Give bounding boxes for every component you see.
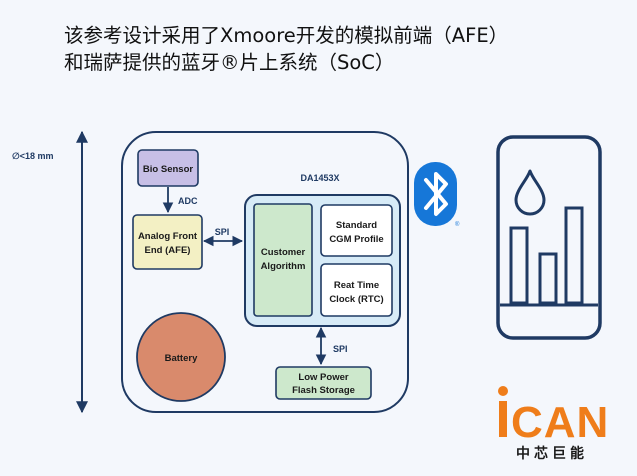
battery-label: Battery bbox=[165, 353, 198, 364]
afe-label-line-1: Analog Front bbox=[138, 231, 198, 242]
svg-text:CAN: CAN bbox=[511, 398, 609, 447]
flash-label-line-2: Flash Storage bbox=[292, 385, 355, 396]
customer-label-line-1: Customer bbox=[261, 247, 306, 258]
logo-tagline: 中芯巨能 bbox=[516, 445, 588, 462]
page-title: 该参考设计采用了Xmoore开发的模拟前端（AFE） 和瑞萨提供的蓝牙®片上系统… bbox=[64, 22, 634, 76]
flash-label-line-1: Low Power bbox=[298, 372, 348, 383]
phone-icon bbox=[496, 135, 602, 340]
glucose-drop-icon bbox=[514, 169, 546, 216]
flash-storage-block: Low Power Flash Storage bbox=[275, 366, 372, 400]
title-line-1: 该参考设计采用了Xmoore开发的模拟前端（AFE） bbox=[64, 24, 509, 47]
bio-sensor-block: Bio Sensor bbox=[137, 149, 199, 187]
afe-label-line-2: End (AFE) bbox=[145, 245, 191, 256]
customer-algorithm-block: Customer Algorithm bbox=[253, 203, 313, 317]
cgm-label-line-1: Standard bbox=[336, 220, 377, 231]
rtc-label-line-2: Clock (RTC) bbox=[329, 294, 383, 305]
battery-block: Battery bbox=[136, 312, 226, 402]
bar-chart-icon bbox=[509, 206, 584, 305]
title-line-2: 和瑞萨提供的蓝牙®片上系统（SoC） bbox=[64, 51, 395, 74]
bluetooth-icon: ® bbox=[414, 162, 460, 228]
size-label: ∅<18 mm bbox=[12, 151, 53, 161]
bio-sensor-label: Bio Sensor bbox=[143, 164, 193, 175]
cgm-label-line-2: CGM Profile bbox=[329, 234, 383, 245]
adc-label: ADC bbox=[178, 196, 198, 206]
afe-block: Analog Front End (AFE) bbox=[132, 214, 203, 270]
soc-name: DA1453X bbox=[300, 173, 339, 183]
rtc-block: Reat Time Clock (RTC) bbox=[320, 263, 393, 317]
ican-logo: CAN 中芯巨能 bbox=[492, 384, 622, 464]
device-outline bbox=[121, 131, 409, 413]
spi-label-2: SPI bbox=[333, 344, 348, 354]
cgm-profile-block: Standard CGM Profile bbox=[320, 204, 393, 257]
rtc-label-line-1: Reat Time bbox=[334, 280, 379, 291]
spi-label-1: SPI bbox=[215, 227, 230, 237]
bluetooth-registered-mark: ® bbox=[455, 221, 460, 228]
customer-label-line-2: Algorithm bbox=[261, 261, 306, 272]
